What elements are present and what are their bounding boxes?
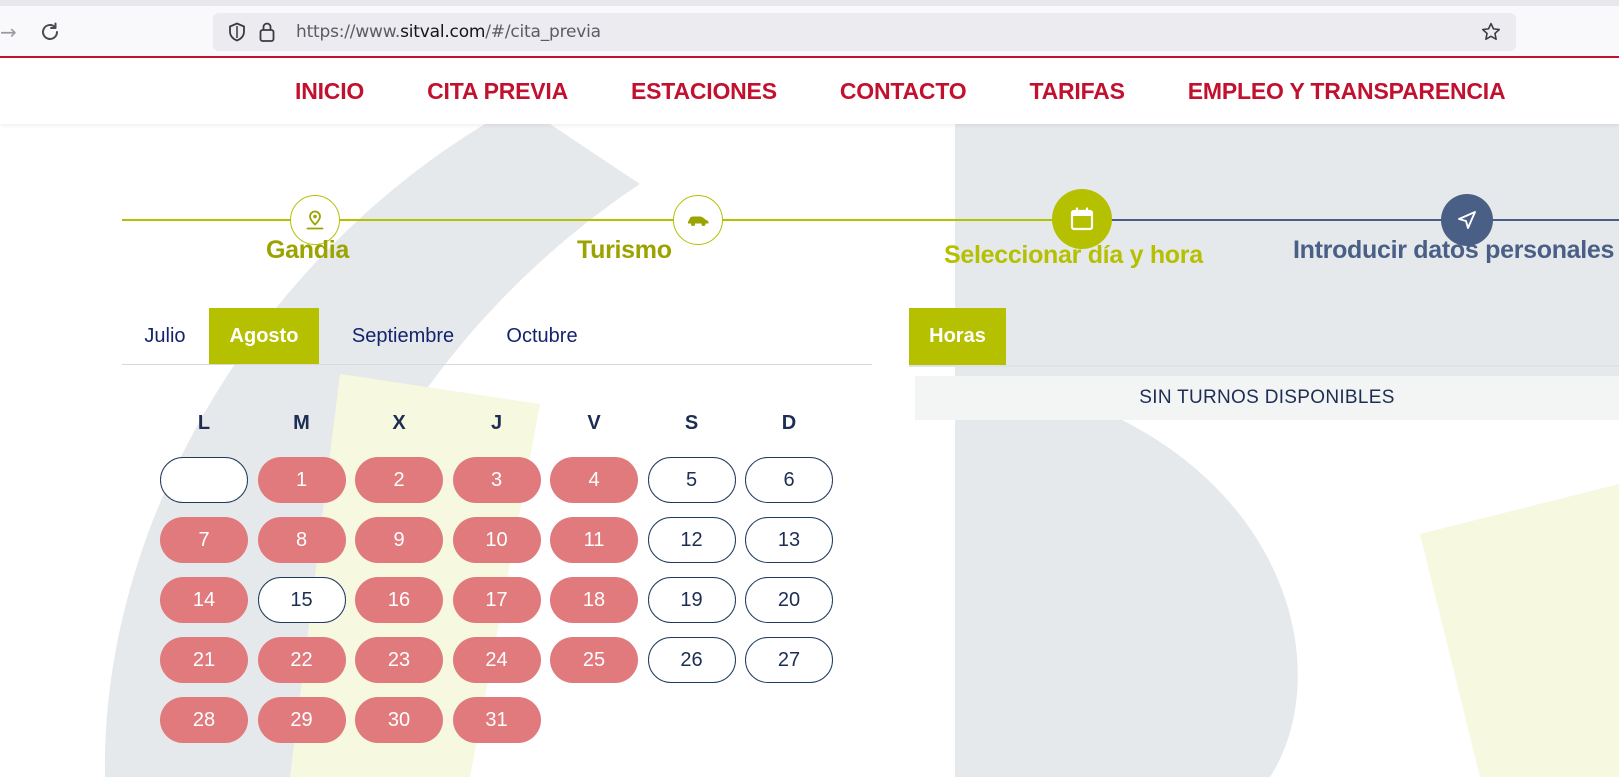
calendar-day-unavailable[interactable]: 18 [550,577,638,623]
calendar-day-unavailable[interactable]: 2 [355,457,443,503]
browser-toolbar: → https://www.sitval.com/#/cita_previa [0,0,1619,58]
calendar-day-available[interactable]: 27 [745,637,833,683]
calendar-day-unavailable[interactable]: 4 [550,457,638,503]
weekday-header: X [392,412,406,434]
menu-item-empleo[interactable]: EMPLEO Y TRANSPARENCIA [1187,78,1506,104]
calendar-day-unavailable[interactable]: 30 [355,697,443,743]
calendar-day-unavailable[interactable]: 3 [452,457,541,503]
weekday-header: S [684,412,699,434]
calendar-day-unavailable[interactable]: 9 [355,517,443,563]
step-vehicle[interactable] [673,195,723,245]
step-label-date-time: Seleccionar día y hora [944,241,1203,269]
step-label-personal-data: Introducir datos personales [1293,236,1615,264]
car-icon [688,216,709,226]
tab-month-octubre[interactable]: Octubre [506,324,578,347]
weekday-header: V [587,412,601,434]
calendar-day-available[interactable]: 12 [647,517,736,563]
url-domain: sitval.com [400,22,486,42]
calendar-day-available[interactable]: 15 [257,577,346,623]
calendar-day-unavailable[interactable]: 25 [550,637,638,683]
menu-item-cita-previa[interactable]: CITA PREVIA [427,78,569,104]
step-label-vehicle: Turismo [577,236,672,264]
calendar-day-unavailable[interactable]: 11 [550,517,638,563]
step-date-time[interactable] [1052,189,1112,249]
calendar-day-unavailable[interactable]: 14 [160,577,248,623]
calendar-day-unavailable[interactable]: 21 [160,637,248,683]
calendar-day-available[interactable]: 13 [745,517,833,563]
calendar-day-empty [160,457,248,503]
bookmark-star-icon[interactable] [1480,21,1502,43]
step-personal-data[interactable] [1441,194,1493,246]
shield-icon[interactable] [227,22,247,42]
calendar-day-unavailable[interactable]: 8 [257,517,346,563]
site-header: INICIO CITA PREVIA ESTACIONES CONTACTO T… [0,60,1619,124]
booking-stepper: Gandia Turismo Seleccionar día y hora In… [0,180,1619,290]
calendar-day-unavailable[interactable]: 28 [160,697,248,743]
hours-divider [909,365,1619,367]
calendar-day-unavailable[interactable]: 17 [452,577,541,623]
calendar-day-available[interactable]: 6 [745,457,833,503]
progress-line-pending [1052,219,1619,221]
tab-hours[interactable]: Horas [909,308,1006,365]
calendar-icon [1070,207,1094,231]
calendar-day-unavailable[interactable]: 1 [257,457,346,503]
calendar-day-available[interactable]: 5 [647,457,736,503]
step-label-location: Gandia [266,236,349,264]
step-location[interactable] [290,195,340,245]
url-text: https://www.sitval.com/#/cita_previa [296,22,601,42]
url-prefix: https://www. [296,22,401,42]
calendar-day-unavailable[interactable]: 31 [452,697,541,743]
url-path: /#/cita_previa [485,22,601,42]
calendar-day-unavailable[interactable]: 24 [452,637,541,683]
location-pin-icon [306,210,324,230]
calendar-day-available[interactable]: 19 [647,577,736,623]
address-bar[interactable]: https://www.sitval.com/#/cita_previa [213,13,1516,51]
tab-month-julio[interactable]: Julio [144,324,186,347]
menu-item-inicio[interactable]: INICIO [295,78,365,104]
no-slots-message: SIN TURNOS DISPONIBLES [915,376,1619,420]
month-tabs: Julio Agosto Septiembre Octubre [122,308,872,365]
calendar-day-unavailable[interactable]: 22 [257,637,346,683]
tab-month-agosto[interactable]: Agosto [209,308,319,364]
tab-strip-edge [0,0,1619,6]
calendar-day-available[interactable]: 20 [745,577,833,623]
tab-month-septiembre[interactable]: Septiembre [351,324,455,347]
progress-line-done [122,219,1052,221]
calendar-day-unavailable[interactable]: 16 [355,577,443,623]
weekday-header: L [197,412,211,434]
main-menu: INICIO CITA PREVIA ESTACIONES CONTACTO T… [295,78,1506,105]
forward-arrow-icon[interactable]: → [0,20,17,44]
reload-icon[interactable] [38,20,62,44]
menu-item-tarifas[interactable]: TARIFAS [1029,78,1125,104]
calendar-day-unavailable[interactable]: 23 [355,637,443,683]
weekday-header: M [293,412,310,434]
weekday-header: J [490,412,503,434]
calendar-day-unavailable[interactable]: 29 [257,697,346,743]
calendar-day-unavailable[interactable]: 10 [452,517,541,563]
calendar-day-unavailable[interactable]: 7 [160,517,248,563]
menu-item-estaciones[interactable]: ESTACIONES [631,78,777,104]
menu-item-contacto[interactable]: CONTACTO [839,78,967,104]
navigation-arrow-icon [1458,211,1476,229]
weekday-header: D [781,412,797,434]
calendar-day-available[interactable]: 26 [647,637,736,683]
lock-icon[interactable] [258,21,276,43]
